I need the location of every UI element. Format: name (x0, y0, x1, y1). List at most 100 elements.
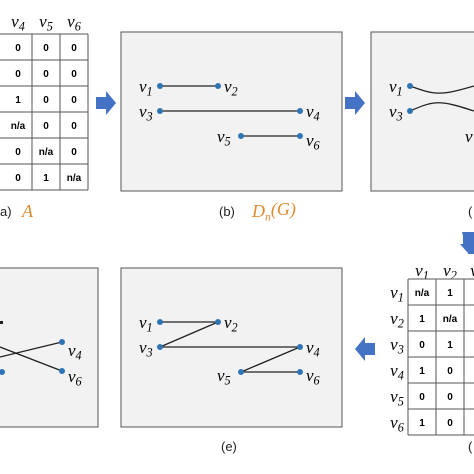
label-v2: v2 (224, 77, 238, 99)
matrix-d-cell: 1 (447, 288, 453, 299)
matrix-a-cell: 0 (15, 43, 21, 54)
matrix-a-cell: 0 (71, 69, 77, 80)
matrix-a-cell: n/a (11, 121, 26, 132)
caption-c: ( (468, 204, 473, 219)
edge-cross-down (0, 346, 63, 372)
matrix-a-cell: 0 (43, 69, 49, 80)
node-v6 (59, 368, 65, 374)
caption-a: a) A (0, 201, 34, 221)
node-v3 (157, 108, 163, 114)
label-v4: v4 (306, 338, 320, 360)
matrix-d-row-labels: v1 v2 v3 v4 v5 v6 (390, 283, 405, 435)
node-v5 (238, 133, 244, 139)
label-v1: v1 (139, 313, 153, 335)
label-v4: v4 (306, 102, 320, 124)
arrow-left-icon (355, 337, 375, 361)
matrix-a: v4 v5 v6 0 0 0 0 0 0 1 0 0 n/a 0 0 0 n/a (0, 12, 89, 191)
panel-f: v4 v6 (0, 267, 99, 428)
matrix-d-row-label: v2 (390, 309, 404, 331)
matrix-a-cell: 0 (15, 147, 21, 158)
label-v3: v3 (139, 338, 153, 360)
caption-d: ( (468, 439, 473, 454)
matrix-a-cells: 0 0 0 0 0 0 1 0 0 n/a 0 0 0 n/a 0 0 1 n/… (11, 43, 82, 184)
matrix-d-cell: n/a (443, 314, 458, 325)
matrix-d-cell: 1 (447, 340, 453, 351)
matrix-d-header: v1 v2 v (415, 261, 474, 283)
edge-v4-v5 (240, 346, 301, 373)
caption-b-label: (b) (219, 204, 235, 219)
label-v5: v5 (217, 127, 231, 149)
panel-f-frame (0, 267, 99, 428)
arrow-right-icon (96, 91, 116, 115)
node-v6 (297, 133, 303, 139)
label-v4: v4 (68, 341, 82, 363)
matrix-a-cell: 0 (43, 43, 49, 54)
matrix-d-cell: 0 (419, 340, 425, 351)
caption-a-label: a) (0, 204, 12, 219)
edge-cross-up (0, 341, 63, 358)
edge-curve-upper (409, 85, 474, 94)
node-v1 (157, 319, 163, 325)
caption-a-math: A (21, 201, 34, 221)
matrix-d-cell: 0 (447, 418, 453, 429)
label-v2: v2 (224, 313, 238, 335)
matrix-d-cell: 1 (419, 314, 425, 325)
caption-e: (e) (221, 439, 237, 454)
node-v4 (297, 344, 303, 350)
matrix-a-cell: 0 (43, 95, 49, 106)
node-v5 (238, 369, 244, 375)
matrix-d-cell: 1 (419, 418, 425, 429)
panel-e-nodes (157, 319, 303, 375)
panel-c-frame (370, 31, 474, 192)
label-v6: v6 (306, 131, 321, 153)
node-dot (0, 321, 3, 324)
matrix-d-cell: 1 (419, 366, 425, 377)
panel-b-edges (160, 85, 300, 137)
matrix-a-cell: 0 (15, 173, 21, 184)
matrix-a-cell: 0 (71, 95, 77, 106)
edge-curve-lower (409, 102, 474, 112)
panel-b-nodes (157, 83, 303, 139)
matrix-a-header: v4 v5 v6 (11, 12, 82, 34)
matrix-a-cell: 1 (15, 95, 21, 106)
node-v1 (407, 83, 413, 89)
caption-d-label: ( (468, 439, 473, 454)
matrix-a-header-v5: v5 (39, 12, 53, 34)
panel-c: v1 v3 v (370, 31, 474, 192)
panel-c-labels: v1 v3 v (389, 77, 473, 146)
label-v-partial: v (465, 127, 473, 146)
panel-f-edges (0, 341, 63, 372)
matrix-d-row-label: v6 (390, 413, 405, 435)
panel-c-nodes (407, 83, 413, 114)
matrix-d-header-v2: v2 (443, 261, 457, 283)
edge-v2-v3 (159, 321, 219, 348)
matrix-d-cell: n/a (415, 288, 430, 299)
panel-f-labels: v4 v6 (68, 341, 83, 389)
node-v2 (215, 319, 221, 325)
label-v3: v3 (139, 102, 153, 124)
matrix-d-header-partial: v (470, 261, 474, 280)
matrix-a-cell: 0 (71, 43, 77, 54)
node-v3 (157, 344, 163, 350)
panel-b-labels: v1 v2 v3 v4 v5 v6 (139, 77, 321, 153)
label-v3: v3 (389, 102, 403, 124)
label-v5: v5 (217, 366, 231, 388)
label-v1: v1 (389, 77, 403, 99)
matrix-a-header-v4: v4 (11, 12, 25, 34)
matrix-a-cell: 0 (71, 147, 77, 158)
matrix-d-row-label: v4 (390, 361, 404, 383)
matrix-d-row-label: v1 (390, 283, 404, 305)
matrix-a-cell: n/a (67, 173, 82, 184)
matrix-d-cell: 0 (447, 392, 453, 403)
label-v6: v6 (68, 367, 83, 389)
arrow-right-icon (345, 91, 365, 115)
node-v2 (215, 83, 221, 89)
caption-e-label: (e) (221, 439, 237, 454)
matrix-d-header-v1: v1 (415, 261, 429, 283)
label-v1: v1 (139, 77, 153, 99)
caption-c-label: ( (468, 204, 473, 219)
node-v1 (157, 83, 163, 89)
node-v4 (59, 339, 65, 345)
matrix-a-cell: n/a (39, 147, 54, 158)
matrix-a-cell: 1 (43, 173, 49, 184)
